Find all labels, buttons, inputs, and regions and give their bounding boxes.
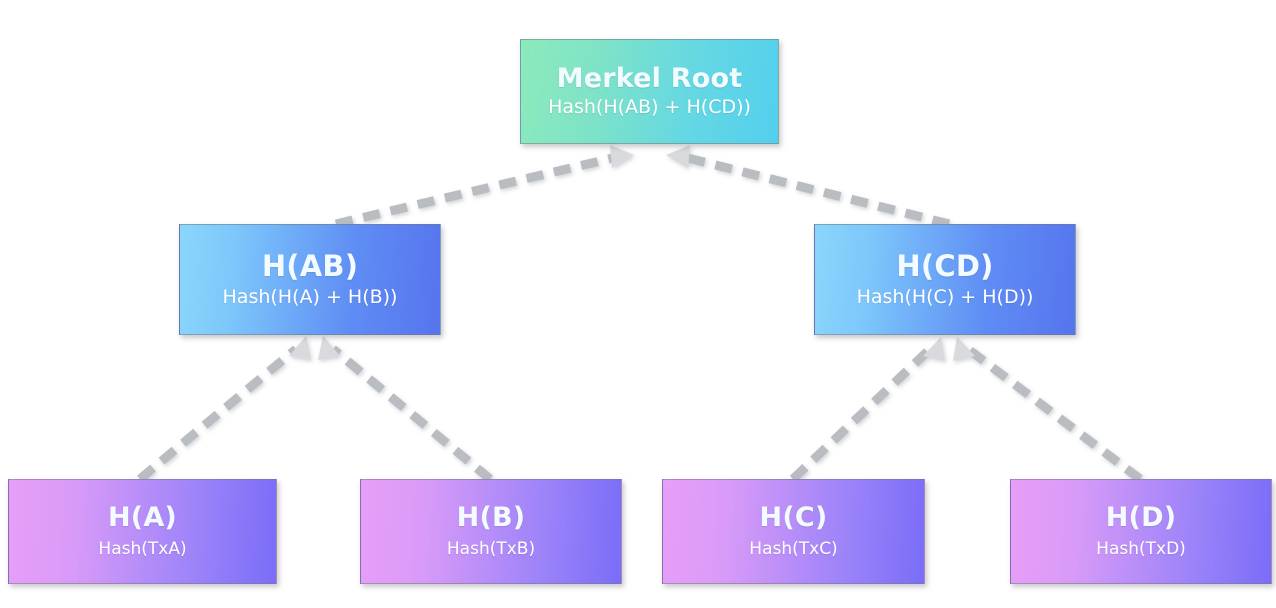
node-hd-subtitle: Hash(TxD) [1096, 539, 1186, 560]
node-ha-title: H(A) [108, 501, 177, 533]
node-hc[interactable]: H(C) Hash(TxC) [662, 479, 925, 584]
node-merkel-root-title: Merkel Root [556, 62, 743, 94]
node-hb-title: H(B) [456, 501, 526, 533]
edge-hc-to-hcd [789, 337, 945, 483]
edge-hd-to-hcd [953, 337, 1143, 483]
node-hcd[interactable]: H(CD) Hash(H(C) + H(D)) [814, 224, 1076, 335]
node-hc-subtitle: Hash(TxC) [749, 539, 838, 560]
node-merkel-root-subtitle: Hash(H(AB) + H(CD)) [548, 96, 751, 119]
edge-hcd-to-root [666, 145, 951, 229]
node-hb[interactable]: H(B) Hash(TxB) [360, 479, 622, 584]
node-ha-subtitle: Hash(TxA) [98, 539, 187, 560]
edge-hab-to-root [334, 145, 634, 229]
node-ha[interactable]: H(A) Hash(TxA) [8, 479, 277, 584]
node-hcd-subtitle: Hash(H(C) + H(D)) [856, 286, 1034, 309]
node-hab[interactable]: H(AB) Hash(H(A) + H(B)) [179, 224, 441, 335]
edge-ha-to-hab [137, 336, 311, 483]
node-hab-title: H(AB) [261, 248, 359, 283]
node-hcd-title: H(CD) [896, 248, 994, 283]
node-merkel-root[interactable]: Merkel Root Hash(H(AB) + H(CD)) [520, 39, 779, 144]
node-hb-subtitle: Hash(TxB) [446, 539, 536, 560]
node-hc-title: H(C) [759, 501, 828, 533]
node-hab-subtitle: Hash(H(A) + H(B)) [222, 286, 398, 309]
edge-hb-to-hab [318, 336, 493, 483]
node-hd-title: H(D) [1105, 501, 1177, 533]
node-hd[interactable]: H(D) Hash(TxD) [1010, 479, 1272, 584]
